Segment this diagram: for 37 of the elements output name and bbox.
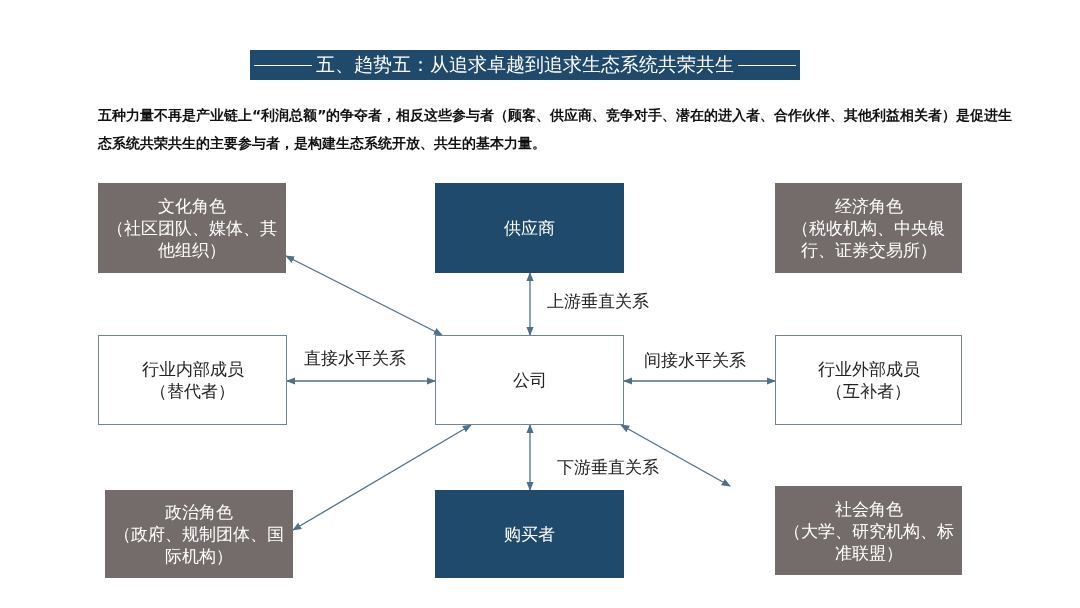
double-arrow <box>526 424 534 491</box>
double-arrow <box>620 424 731 487</box>
entity-box <box>435 335 624 425</box>
node-title: 公司 <box>511 369 548 391</box>
node-note: （替代者） <box>149 380 236 402</box>
partner-box <box>435 490 624 578</box>
node-title: 购买者 <box>503 523 556 545</box>
double-arrow <box>285 255 443 336</box>
intro-paragraph: 五种力量不再是产业链上“利润总额”的争夺者，相反这些参与者（顾客、供应商、竞争对手、潜在的进入者、合作伙伴、其他利益相关者）是促进生态系统共荣共生的主要参与者，是构建生态系统开放、共生的基本力量。 <box>98 106 1014 153</box>
double-arrow <box>286 377 436 385</box>
double-arrow <box>623 377 776 385</box>
node-note: （政府、规制团体、国际机构） <box>113 523 285 567</box>
double-arrow <box>526 272 534 336</box>
node-title: 行业内部成员 <box>140 358 245 380</box>
partner-box <box>435 183 624 273</box>
node-title: 社会角色 <box>833 497 904 520</box>
node-title: 文化角色 <box>157 195 227 217</box>
node-note: （税收机构、中央银行、证券交易所） <box>791 217 946 261</box>
edge-label: 下游垂直关系 <box>555 456 661 479</box>
node-note: （大学、研究机构、标准联盟） <box>782 519 955 564</box>
entity-box <box>98 335 287 425</box>
double-arrow <box>292 424 472 531</box>
role-box <box>775 183 962 273</box>
entity-box <box>775 335 962 425</box>
node-title: 行业外部成员 <box>816 358 921 380</box>
role-box <box>98 183 286 273</box>
edge-label: 直接水平关系 <box>302 347 408 370</box>
node-title: 供应商 <box>503 217 556 239</box>
node-title: 经济角色 <box>833 195 904 217</box>
role-box <box>105 490 293 578</box>
node-title: 政治角色 <box>164 501 234 523</box>
role-box <box>775 486 962 575</box>
node-note: （社区团队、媒体、其他组织） <box>106 217 278 261</box>
edge-label: 间接水平关系 <box>642 349 748 372</box>
node-note: （互补者） <box>825 380 912 402</box>
edge-label: 上游垂直关系 <box>545 290 651 313</box>
title-text: 五、趋势五：从追求卓越到追求生态系统共荣共生 <box>316 52 734 77</box>
